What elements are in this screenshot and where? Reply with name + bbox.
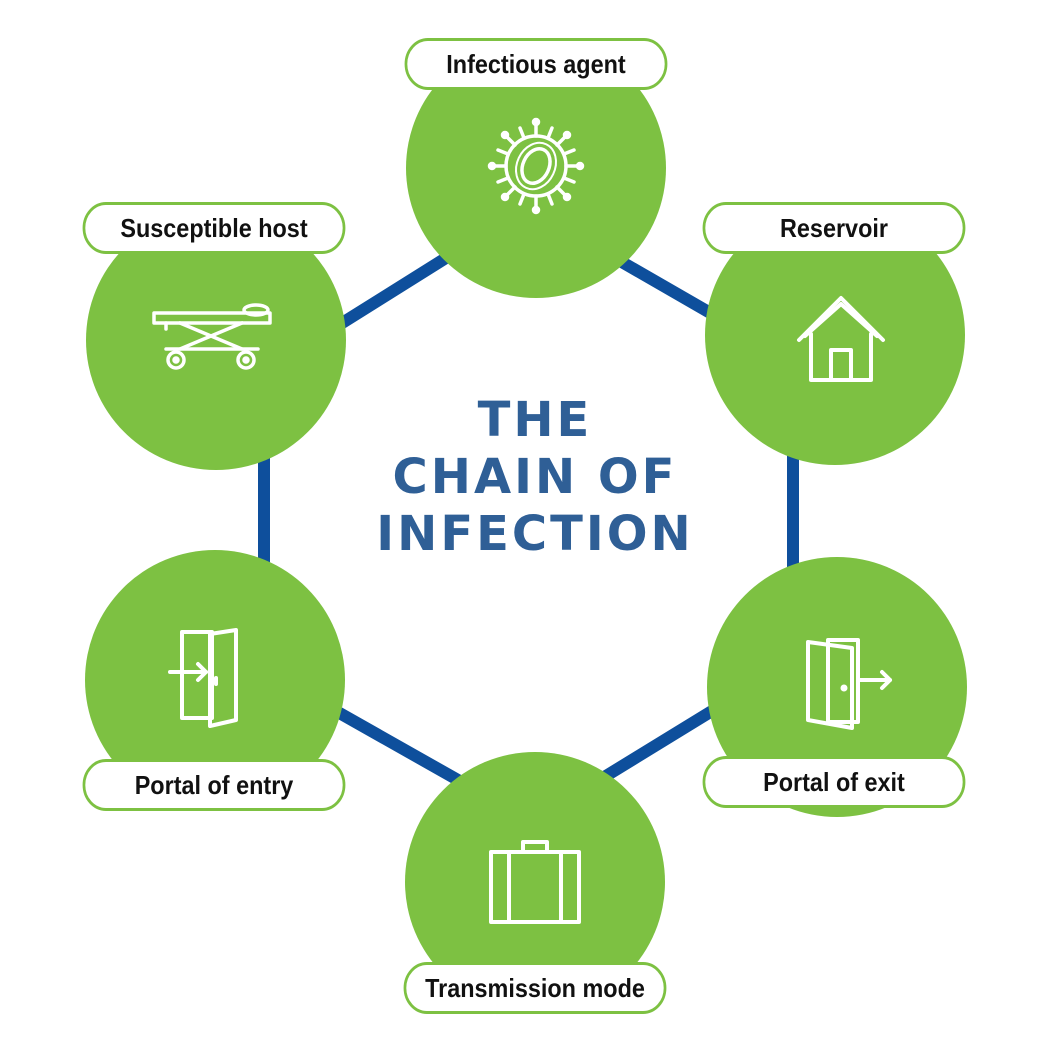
- diagram-title: THE CHAIN OF INFECTION: [330, 392, 740, 563]
- label-infectious-agent: Infectious agent: [404, 38, 668, 90]
- virus-icon: [486, 116, 586, 216]
- label-reservoir: Reservoir: [702, 202, 966, 254]
- label-portal-of-entry: Portal of entry: [82, 759, 346, 811]
- title-line-3: INFECTION: [376, 506, 694, 562]
- house-icon: [795, 292, 887, 384]
- door-entry-icon: [166, 628, 262, 728]
- label-susceptible-host: Susceptible host: [82, 202, 346, 254]
- title-line-1: THE: [477, 392, 593, 448]
- stretcher-icon: [152, 303, 272, 370]
- suitcase-icon: [487, 838, 583, 926]
- door-exit-icon: [800, 636, 896, 732]
- label-portal-of-exit: Portal of exit: [702, 756, 966, 808]
- label-transmission-mode: Transmission mode: [403, 962, 667, 1014]
- title-line-2: CHAIN OF: [392, 449, 678, 505]
